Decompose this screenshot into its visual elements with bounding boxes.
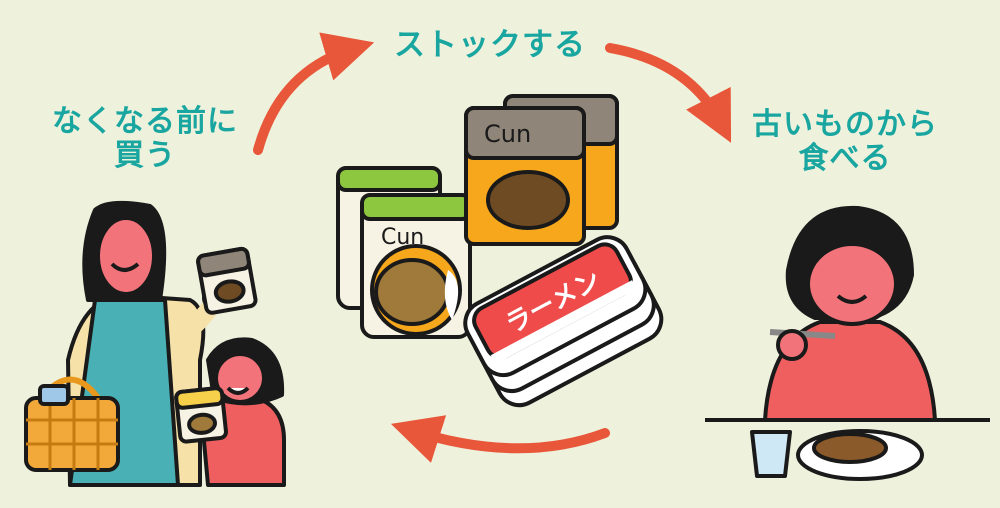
curry-plate-icon [796, 429, 924, 481]
cycle-arrow-icon [605, 43, 732, 143]
label-eat: 古いものから 食べる [735, 108, 955, 175]
pouch-script: Cun [381, 225, 424, 250]
noodle-cup-icon: ラーメン [463, 235, 664, 408]
cycle-arrow-icon [253, 32, 375, 155]
child-figure [174, 337, 286, 487]
stock-items: Cun Cun ラーメン [336, 94, 664, 408]
retort-box-icon: Cun [464, 106, 586, 246]
label-eat-line1: 古いものから [752, 107, 938, 142]
shopping-family [24, 200, 286, 487]
shopping-basket-icon [24, 376, 120, 472]
curry-pouch-icon [174, 386, 228, 444]
label-buy-line2: 買う [114, 137, 176, 173]
cycle-arrow-icon [390, 415, 610, 463]
eating-person [705, 205, 990, 481]
label-buy-line1: なくなる前に [52, 104, 238, 139]
label-eat-line2: 食べる [798, 140, 892, 176]
curry-pouch-icon [196, 246, 258, 315]
cycle-arrows [253, 32, 732, 463]
label-stock-text: ストックする [394, 27, 586, 63]
curry-pouch-icon: Cun [360, 193, 472, 339]
box-script: Cun [484, 120, 531, 148]
label-buy: なくなる前に 買う [30, 105, 260, 172]
label-stock: ストックする [360, 28, 620, 63]
water-glass-icon [750, 430, 792, 478]
mother-figure [66, 200, 258, 487]
